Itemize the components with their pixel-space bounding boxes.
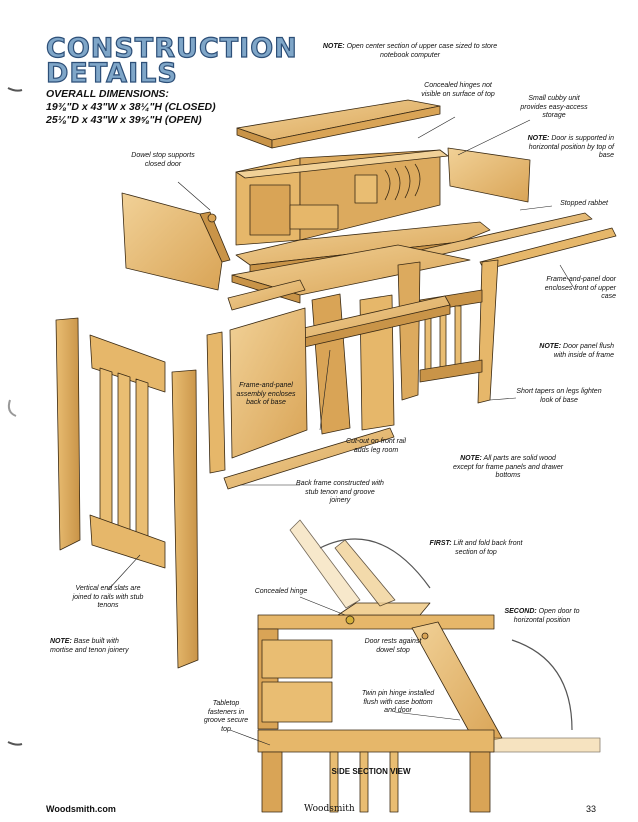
footer-site: Woodsmith.com xyxy=(46,804,116,814)
callout-cubby: Small cubby unit provides easy-access st… xyxy=(520,95,588,119)
callout-frame-panel-door: Frame-and-panel door encloses front of u… xyxy=(544,276,616,300)
overall-dimensions: OVERALL DIMENSIONS: 19⅜"D x 43"W x 38¼"H… xyxy=(46,88,216,127)
step-text: Lift and fold back front section of top xyxy=(453,540,523,556)
left-end-assembly xyxy=(55,317,199,669)
step-text: Open door to horizontal position xyxy=(513,608,580,624)
step-lead: SECOND: xyxy=(504,608,537,615)
callout-door-rests: Door rests against dowel stop xyxy=(364,638,422,654)
note-lead: NOTE: xyxy=(539,343,562,350)
page-title: CONSTRUCTION DETAILS xyxy=(45,33,298,89)
note-text: Door panel flush with inside of frame xyxy=(553,343,614,359)
dimensions-open: 25⅛"D x 43"W x 39⅝"H (OPEN) xyxy=(46,114,202,126)
left-side-panel xyxy=(121,192,231,291)
side-section-label: SIDE SECTION VIEW xyxy=(331,767,411,776)
back-rail-upper xyxy=(227,279,306,311)
note-text: Open center section of upper case sized … xyxy=(346,43,498,59)
title-line-2: DETAILS xyxy=(45,58,178,89)
step-lead: FIRST: xyxy=(429,540,452,547)
title-line-1: CONSTRUCTION xyxy=(45,33,298,64)
callout-stopped-rabbet: Stopped rabbet xyxy=(560,200,608,207)
upper-top-lid xyxy=(236,99,441,149)
note-solid-wood: NOTE: All parts are solid wood except fo… xyxy=(452,455,564,481)
binder-marks xyxy=(7,87,23,746)
callout-twin-pin: Twin pin hinge installed flush with case… xyxy=(361,690,435,714)
leader-lines xyxy=(107,116,576,746)
callout-vertical-slats: Vertical end slats are joined to rails w… xyxy=(72,585,144,609)
callout-dowel-stop: Dowel stop supports closed door xyxy=(131,152,195,168)
back-panel-assembly xyxy=(206,307,308,474)
footer-magazine: Woodsmith xyxy=(304,804,355,814)
side-section-view xyxy=(257,519,601,813)
note-text: Base built with mortise and tenon joiner… xyxy=(50,638,129,654)
step-second: SECOND: Open door to horizontal position xyxy=(498,608,586,625)
step-first: FIRST: Lift and fold back front section … xyxy=(428,540,524,557)
dimensions-heading: OVERALL DIMENSIONS: xyxy=(46,88,169,100)
callout-concealed-hinges: Concealed hinges not visible on surface … xyxy=(421,82,495,98)
callout-cutout: Cut-out on front rail adds leg room xyxy=(346,438,406,454)
back-rail-lower xyxy=(223,427,395,490)
note-lead: NOTE: xyxy=(322,43,345,50)
note-lead: NOTE: xyxy=(460,455,482,462)
note-text: All parts are solid wood except for fram… xyxy=(452,455,564,479)
note-lead: NOTE: xyxy=(527,135,550,142)
note-lead: NOTE: xyxy=(50,638,72,645)
callout-back-frame: Back frame constructed with stub tenon a… xyxy=(296,480,384,504)
callout-tabletop-fasteners: Tabletop fasteners in groove secure top xyxy=(203,700,249,733)
note-text: Door is supported in horizontal position… xyxy=(528,135,614,159)
page-number: 33 xyxy=(586,804,597,814)
callout-frame-panel-back: Frame-and-panel assembly encloses back o… xyxy=(236,382,296,406)
note-door-supported: NOTE: Door is supported in horizontal po… xyxy=(526,135,614,161)
upper-case xyxy=(235,149,449,246)
dimensions-closed: 19⅜"D x 43"W x 38¼"H (CLOSED) xyxy=(46,101,216,113)
note-base-built: NOTE: Base built with mortise and tenon … xyxy=(50,638,130,655)
note-door-flush: NOTE: Door panel flush with inside of fr… xyxy=(526,343,614,360)
motion-arrows xyxy=(319,538,573,731)
front-rail xyxy=(294,295,451,349)
callout-concealed-hinge: Concealed hinge xyxy=(254,588,308,595)
callout-short-tapers: Short tapers on legs lighten look of bas… xyxy=(516,388,602,404)
note-upper-case: NOTE: Open center section of upper case … xyxy=(320,43,500,60)
upper-door xyxy=(447,147,531,203)
